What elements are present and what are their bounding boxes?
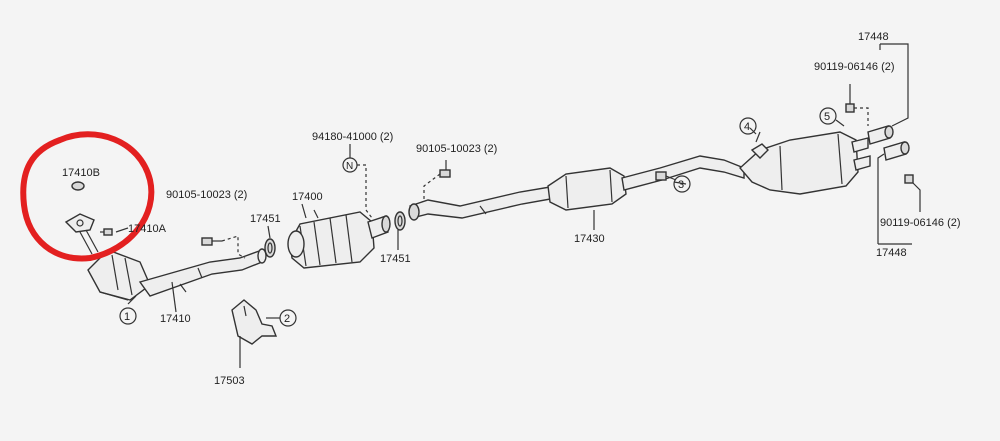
tail-tip-17448-bottom — [883, 141, 910, 161]
callout-1: 1 — [119, 307, 137, 325]
gasket-17451-left — [264, 225, 276, 258]
callout-2: 2 — [279, 309, 297, 327]
svg-text:1: 1 — [124, 311, 130, 323]
label-17430: 17430 — [574, 233, 605, 245]
label-17448-top: 17448 — [858, 31, 889, 43]
nut-symbol: N — [346, 161, 353, 172]
nut-94180: N — [342, 144, 373, 219]
rear-muffler — [739, 131, 871, 195]
bolt-17410A — [100, 228, 113, 236]
bolt-90119-bottom — [904, 174, 921, 212]
callout-5: 5 — [819, 107, 837, 125]
catalytic-converter-17400 — [287, 209, 391, 269]
bolt-90105-right — [417, 160, 451, 207]
gasket-17451-right — [394, 211, 406, 250]
callout-4: 4 — [739, 117, 757, 135]
callout-3: 3 — [673, 175, 691, 193]
bolt-90119-top — [845, 84, 869, 126]
label-17503: 17503 — [214, 375, 245, 387]
label-17400: 17400 — [292, 191, 323, 203]
label-17410: 17410 — [160, 313, 191, 325]
svg-text:4: 4 — [744, 121, 750, 133]
label-90105-left: 90105-10023 (2) — [166, 189, 247, 201]
highlight-circle — [20, 131, 155, 262]
label-17451-left: 17451 — [250, 213, 281, 225]
label-94180: 94180-41000 (2) — [312, 131, 393, 143]
tail-tip-17448-top — [867, 125, 894, 145]
hanger-3 — [655, 171, 677, 181]
front-exhaust-pipe — [87, 248, 267, 301]
label-17448-bottom: 17448 — [876, 247, 907, 259]
label-90119-bottom: 90119-06146 (2) — [880, 217, 961, 229]
label-17410A: 17410A — [128, 223, 167, 235]
center-pipe-17430 — [408, 155, 745, 230]
label-17410B: 17410B — [62, 167, 100, 179]
bracket-17503 — [231, 299, 278, 368]
label-17451-right: 17451 — [380, 253, 411, 265]
bracket-17448-top — [880, 43, 909, 127]
svg-text:3: 3 — [678, 179, 684, 191]
flange-gasket-17410B — [64, 181, 99, 255]
svg-text:2: 2 — [284, 313, 290, 325]
bolt-90105-left — [201, 235, 246, 259]
label-90105-right: 90105-10023 (2) — [416, 143, 497, 155]
bracket-17448-bottom — [877, 153, 885, 244]
svg-text:5: 5 — [824, 111, 830, 123]
label-90119-top: 90119-06146 (2) — [814, 61, 895, 73]
